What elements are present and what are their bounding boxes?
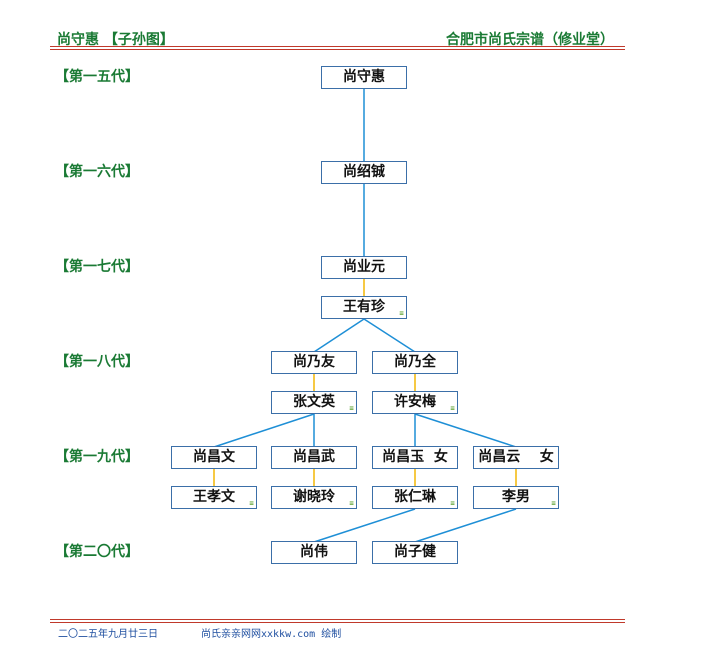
genealogy-title: 合肥市尚氏宗谱（修业堂） <box>446 32 614 48</box>
spouse-name: 李男 <box>502 489 530 505</box>
footer-credit: 尚氏亲亲网网xxkkw.com 绘制 <box>201 629 342 640</box>
person-shang-naiyou[interactable]: 尚乃友 <box>271 351 357 374</box>
person-shang-wei[interactable]: 尚伟 <box>271 541 357 564</box>
spouse-li-nan[interactable]: 李男 ≡ <box>473 486 559 509</box>
descent-line <box>313 508 416 543</box>
footer-rule-bottom <box>50 622 625 623</box>
person-shang-changwen[interactable]: 尚昌文 <box>171 446 257 469</box>
spouse-xie-xiaoling[interactable]: 谢晓玲 ≡ <box>271 486 357 509</box>
descent-line <box>414 413 517 448</box>
spouse-name: 王有珍 <box>343 299 385 315</box>
descent-line <box>213 413 315 448</box>
descent-line <box>363 318 416 353</box>
person-shang-naiquan[interactable]: 尚乃全 <box>372 351 458 374</box>
spouse-zhang-renlin[interactable]: 张仁琳 ≡ <box>372 486 458 509</box>
footer-date: 二〇二五年九月廿三日 <box>58 629 158 640</box>
person-shang-changyu[interactable]: 尚昌玉 女 <box>372 446 458 469</box>
descent-line <box>313 318 365 353</box>
person-shang-changwu[interactable]: 尚昌武 <box>271 446 357 469</box>
header-rule-top <box>50 46 625 47</box>
spouse-name: 谢晓玲 <box>293 489 335 505</box>
descent-line <box>414 508 517 543</box>
spouse-marker-icon: ≡ <box>348 500 354 507</box>
person-shang-changyun[interactable]: 尚昌云 女 <box>473 446 559 469</box>
header-rule-bottom <box>50 49 625 50</box>
spouse-xu-anmei[interactable]: 许安梅 ≡ <box>372 391 458 414</box>
spouse-wang-youzhen[interactable]: 王有珍 ≡ <box>321 296 407 319</box>
generation-label-16: 【第一六代】 <box>55 164 139 180</box>
spouse-marker-icon: ≡ <box>248 500 254 507</box>
page-title: 尚守惠 【子孙图】 <box>57 32 174 48</box>
footer-rule-top <box>50 619 625 620</box>
spouse-marker-icon: ≡ <box>449 405 455 412</box>
generation-label-15: 【第一五代】 <box>55 69 139 85</box>
spouse-name: 许安梅 <box>394 394 436 410</box>
generation-label-19: 【第一九代】 <box>55 449 139 465</box>
spouse-zhang-wenying[interactable]: 张文英 ≡ <box>271 391 357 414</box>
spouse-name: 张文英 <box>293 394 335 410</box>
spouse-name: 张仁琳 <box>394 489 436 505</box>
spouse-wang-xiaowen[interactable]: 王孝文 ≡ <box>171 486 257 509</box>
person-shang-yeyuan[interactable]: 尚业元 <box>321 256 407 279</box>
generation-label-20: 【第二〇代】 <box>55 544 139 560</box>
spouse-marker-icon: ≡ <box>550 500 556 507</box>
generation-label-18: 【第一八代】 <box>55 354 139 370</box>
person-shang-shaocheng[interactable]: 尚绍铖 <box>321 161 407 184</box>
person-shang-zijian[interactable]: 尚子健 <box>372 541 458 564</box>
person-shang-shouhui[interactable]: 尚守惠 <box>321 66 407 89</box>
spouse-marker-icon: ≡ <box>348 405 354 412</box>
spouse-marker-icon: ≡ <box>449 500 455 507</box>
generation-label-17: 【第一七代】 <box>55 259 139 275</box>
spouse-name: 王孝文 <box>193 489 235 505</box>
spouse-marker-icon: ≡ <box>398 310 404 317</box>
